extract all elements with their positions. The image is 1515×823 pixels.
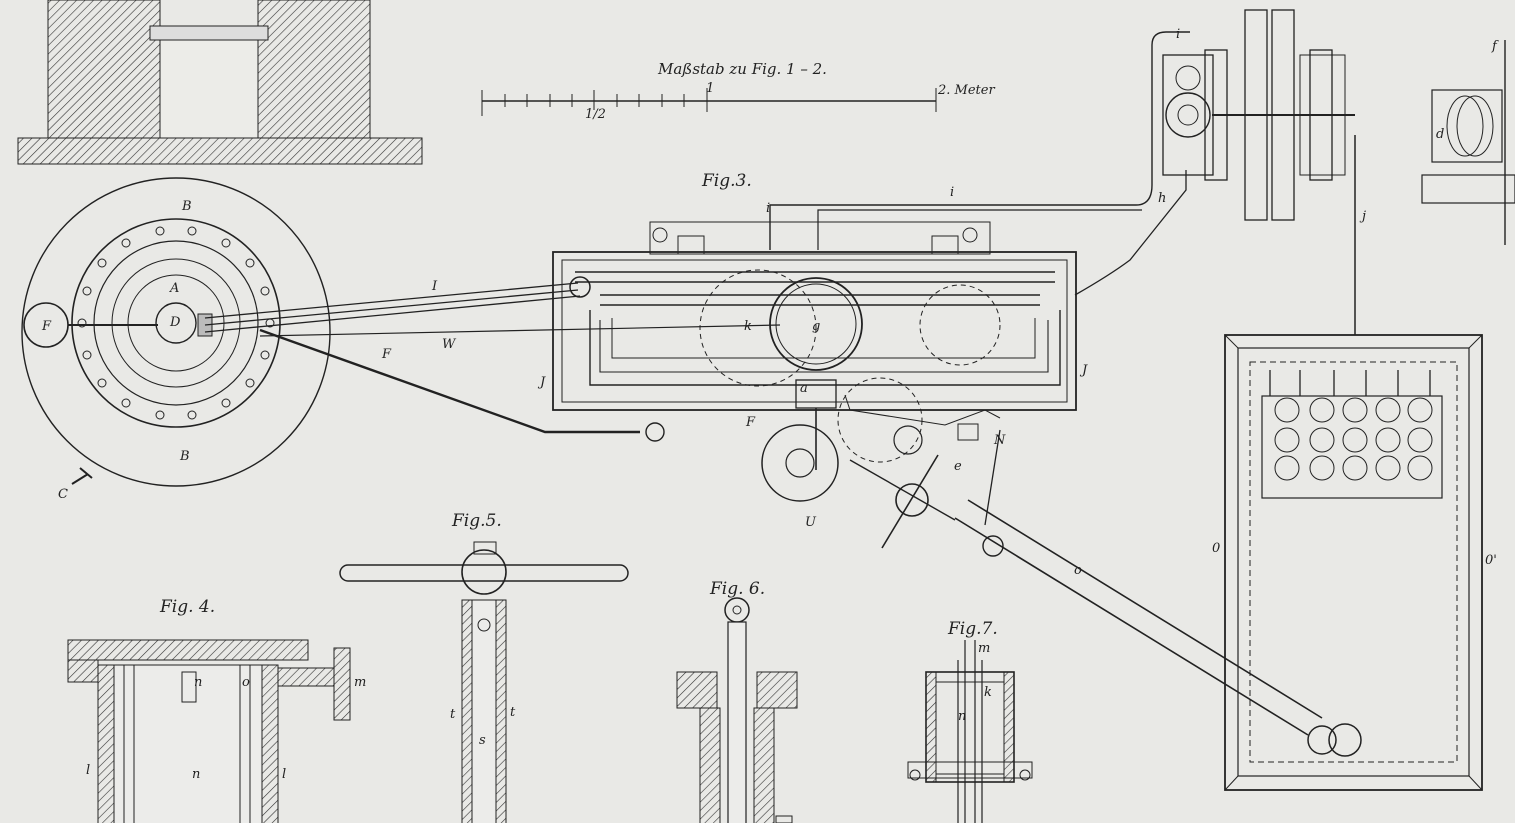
flange-bolts: [77, 226, 275, 420]
label-c-valve: C: [58, 487, 68, 502]
label-b-top: B: [181, 199, 192, 214]
round-tank: B B A D F C: [21, 177, 331, 502]
label-a-small: a: [800, 381, 808, 396]
label-o-pipe: o: [1074, 563, 1082, 578]
fig4-label-l-right: l: [282, 767, 286, 782]
rectangular-tank: 0 0': [1212, 334, 1497, 791]
fig7-label-k: k: [984, 685, 992, 700]
fig3-machine: Fig.3. J J g k F a N U e: [537, 171, 1088, 530]
label-a: A: [169, 281, 179, 296]
label-o-right: 0': [1485, 553, 1497, 568]
fig7-label-m: m: [978, 641, 990, 656]
scale-one-label: 1: [706, 81, 714, 96]
label-j-left: J: [537, 375, 546, 390]
fig7: Fig.7. m k n: [907, 619, 1033, 823]
fig3-title: Fig.3.: [701, 171, 752, 191]
fig5: Fig.5. t t s: [339, 511, 629, 823]
fig4-label-m: m: [354, 675, 366, 690]
fig4-title: Fig. 4.: [159, 597, 215, 617]
fig4-label-o: o: [242, 675, 250, 690]
label-j-vert: j: [1359, 209, 1366, 224]
label-e: e: [954, 459, 962, 474]
label-f-corner: f: [1491, 39, 1499, 54]
roller-grid: [1274, 397, 1433, 481]
label-u: U: [805, 515, 817, 530]
connecting-rods: I W F: [204, 279, 781, 442]
label-n: N: [993, 433, 1006, 448]
fig7-label-n: n: [958, 709, 966, 724]
label-g: g: [812, 319, 820, 334]
label-b-bottom: B: [179, 449, 190, 464]
bottom-mark: [775, 815, 793, 823]
label-i-rod: I: [431, 279, 438, 294]
fig6-title: Fig. 6.: [709, 579, 765, 599]
outlet-pipe: o: [849, 429, 1323, 736]
label-f-pipe: F: [381, 347, 392, 362]
fig5-title: Fig.5.: [451, 511, 502, 531]
fig6: Fig. 6.: [676, 579, 798, 823]
fig4-label-n: n: [192, 767, 200, 782]
gear-train: i i i h j: [766, 9, 1366, 335]
fig5-label-t-left: t: [450, 707, 456, 722]
label-d: D: [169, 315, 181, 330]
label-f-small: F: [745, 415, 756, 430]
label-h: h: [1158, 191, 1166, 206]
top-right-fragment: d f: [1421, 39, 1515, 245]
label-w-rod: W: [442, 337, 457, 352]
fig7-title: Fig.7.: [947, 619, 998, 639]
label-i-right: i: [766, 201, 770, 216]
fig4-label-l-left: l: [86, 763, 90, 778]
label-o-left: 0: [1212, 541, 1220, 556]
fig5-label-s: s: [479, 733, 486, 748]
fig4: Fig. 4. l n l m n o: [67, 597, 366, 823]
scale-bar: Maßstab zu Fig. 1 – 2. 1/2 1 2. Meter: [481, 60, 995, 122]
label-f-ring: F: [41, 319, 52, 334]
fig4-label-n-top: n: [194, 675, 202, 690]
scale-end-label: 2. Meter: [937, 83, 995, 98]
fig5-label-t-right: t: [510, 705, 516, 720]
foundation-section: [17, 0, 423, 165]
scale-half-label: 1/2: [585, 107, 606, 122]
scale-title: Maßstab zu Fig. 1 – 2.: [657, 60, 827, 78]
label-d-right: d: [1436, 127, 1444, 142]
label-j-right: J: [1079, 363, 1088, 378]
label-i-top: i: [1176, 27, 1180, 42]
label-k: k: [744, 319, 752, 334]
label-i-mid: i: [950, 185, 954, 200]
